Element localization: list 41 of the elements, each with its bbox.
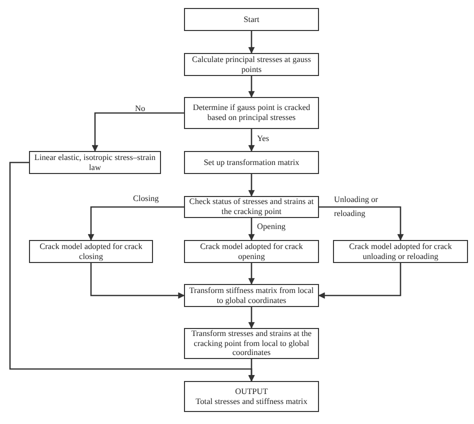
process-box <box>184 381 319 412</box>
process-box <box>184 151 319 174</box>
box-text: Crack model adopted for crack opening <box>199 242 304 262</box>
box-text: Set up transformation matrix <box>204 158 300 168</box>
box-text: Transform stresses and strains at the cracking point from local to global coordinates <box>190 329 313 358</box>
box-text: Crack model adopted for crack unloading or reloading <box>348 242 453 262</box>
box-text: Crack model adopted for crack closing <box>38 242 144 262</box>
arrow <box>9 162 255 382</box>
arrow <box>248 76 255 98</box>
arrow <box>248 263 255 285</box>
arrow <box>248 307 255 329</box>
box-text: Start <box>244 14 260 24</box>
arrow <box>90 263 185 299</box>
arrow <box>319 206 404 241</box>
box-text: Linear elastic, isotropic stress–strain law <box>33 152 157 172</box>
arrow <box>88 206 184 241</box>
arrow <box>248 129 255 152</box>
edge-label: Opening <box>256 221 287 233</box>
arrow <box>248 31 255 54</box>
arrow <box>248 218 255 241</box>
process-box <box>29 240 153 263</box>
process-box <box>184 97 319 129</box>
process-box <box>184 53 319 76</box>
process-box <box>333 240 468 263</box>
edge-label: No <box>134 103 146 115</box>
process-box <box>184 240 319 263</box>
edge-label: Yes <box>256 133 270 145</box>
box-text: Check status of stresses and strains at the cracking point <box>188 197 315 217</box>
edge-label: Unloading or reloading <box>333 194 380 220</box>
edge-label: Closing <box>132 193 160 205</box>
box-text: Determine if gauss point is cracked based on principal stresses <box>192 103 312 123</box>
box-text: Transform stiffness matrix from local to global coordinates <box>188 286 315 306</box>
process-box <box>29 151 161 174</box>
process-box <box>184 284 319 307</box>
arrow <box>248 174 255 197</box>
arrow <box>92 112 184 152</box>
box-text: OUTPUT <box>235 386 268 396</box>
box-text: Total stresses and stiffness matrix <box>196 396 308 406</box>
process-box <box>184 8 319 31</box>
arrow <box>318 263 402 299</box>
box-text: Calculate principal stresses at gauss points <box>191 54 312 74</box>
